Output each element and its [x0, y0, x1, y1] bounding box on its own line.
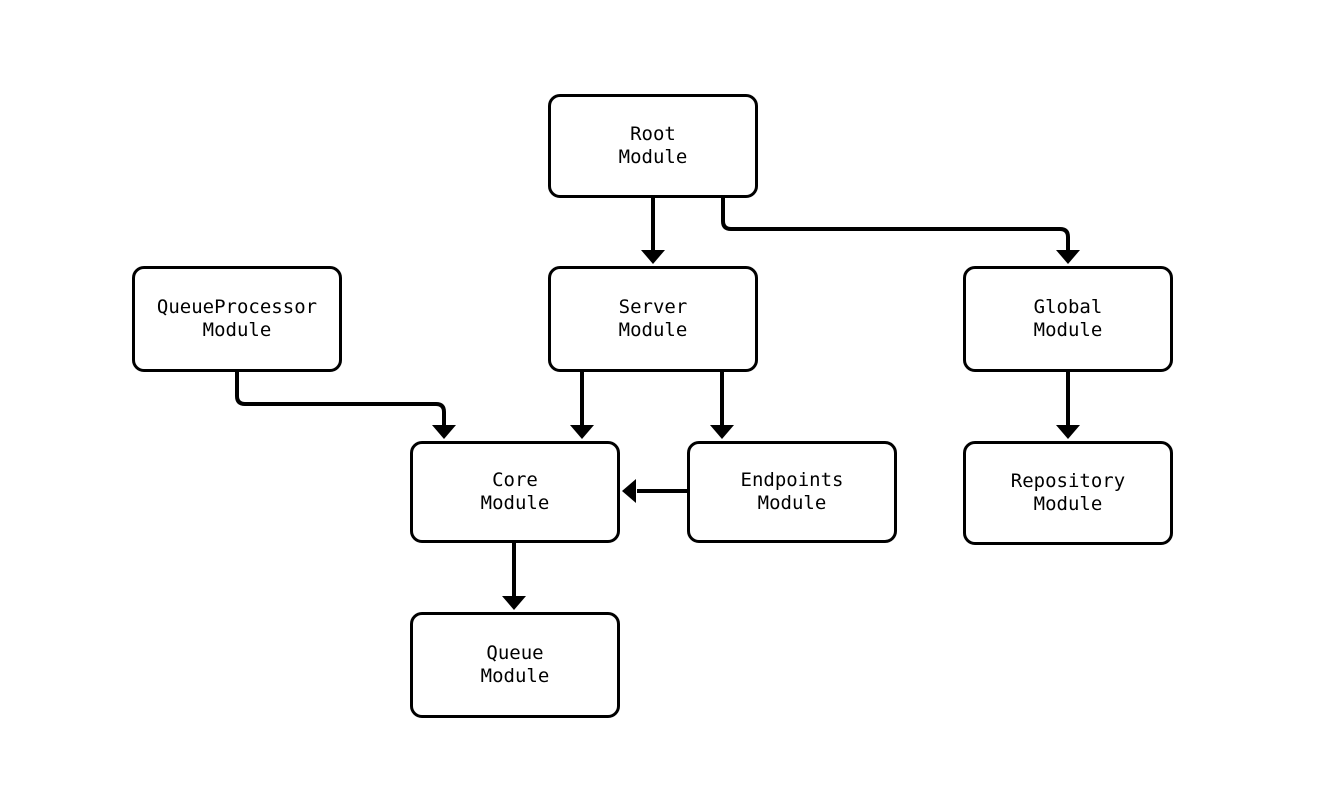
node-queue-module[interactable]: Queue Module	[410, 612, 620, 718]
node-endpoints-module[interactable]: Endpoints Module	[687, 441, 897, 543]
node-core-module[interactable]: Core Module	[410, 441, 620, 543]
node-server-module-line1: Server	[618, 296, 688, 318]
node-core-module-line2: Module	[480, 492, 550, 514]
node-root-module-line2: Module	[618, 146, 688, 168]
arrowhead-server-endpoints	[710, 425, 734, 439]
node-core-module-line1: Core	[492, 469, 538, 491]
node-repository-module-line2: Module	[1033, 493, 1103, 515]
arrowhead-endpoints-core	[622, 479, 636, 503]
node-global-module-line1: Global	[1033, 296, 1103, 318]
arrowhead-global-repository	[1056, 425, 1080, 439]
node-endpoints-module-line2: Module	[757, 492, 827, 514]
node-queueprocessor-module-line1: QueueProcessor	[156, 296, 318, 318]
node-global-module[interactable]: Global Module	[963, 266, 1173, 372]
node-endpoints-module-line1: Endpoints	[740, 469, 844, 491]
node-server-module-line2: Module	[618, 319, 688, 341]
node-queue-module-line2: Module	[480, 665, 550, 687]
node-repository-module[interactable]: Repository Module	[963, 441, 1173, 545]
arrowhead-queueprocessor-core	[432, 425, 456, 439]
arrowhead-root-global	[1056, 250, 1080, 264]
arrowhead-root-server	[641, 250, 665, 264]
arrowhead-server-core	[570, 425, 594, 439]
node-root-module-line1: Root	[630, 123, 676, 145]
node-queue-module-line1: Queue	[486, 642, 544, 664]
node-server-module[interactable]: Server Module	[548, 266, 758, 372]
node-repository-module-line1: Repository	[1010, 470, 1126, 492]
edge-root-global	[721, 198, 1070, 252]
node-root-module[interactable]: Root Module	[548, 94, 758, 198]
node-queueprocessor-module[interactable]: QueueProcessor Module	[132, 266, 342, 372]
edge-queueprocessor-core	[235, 372, 446, 427]
arrowhead-core-queue	[502, 596, 526, 610]
node-global-module-line2: Module	[1033, 319, 1103, 341]
node-queueprocessor-module-line2: Module	[202, 319, 272, 341]
